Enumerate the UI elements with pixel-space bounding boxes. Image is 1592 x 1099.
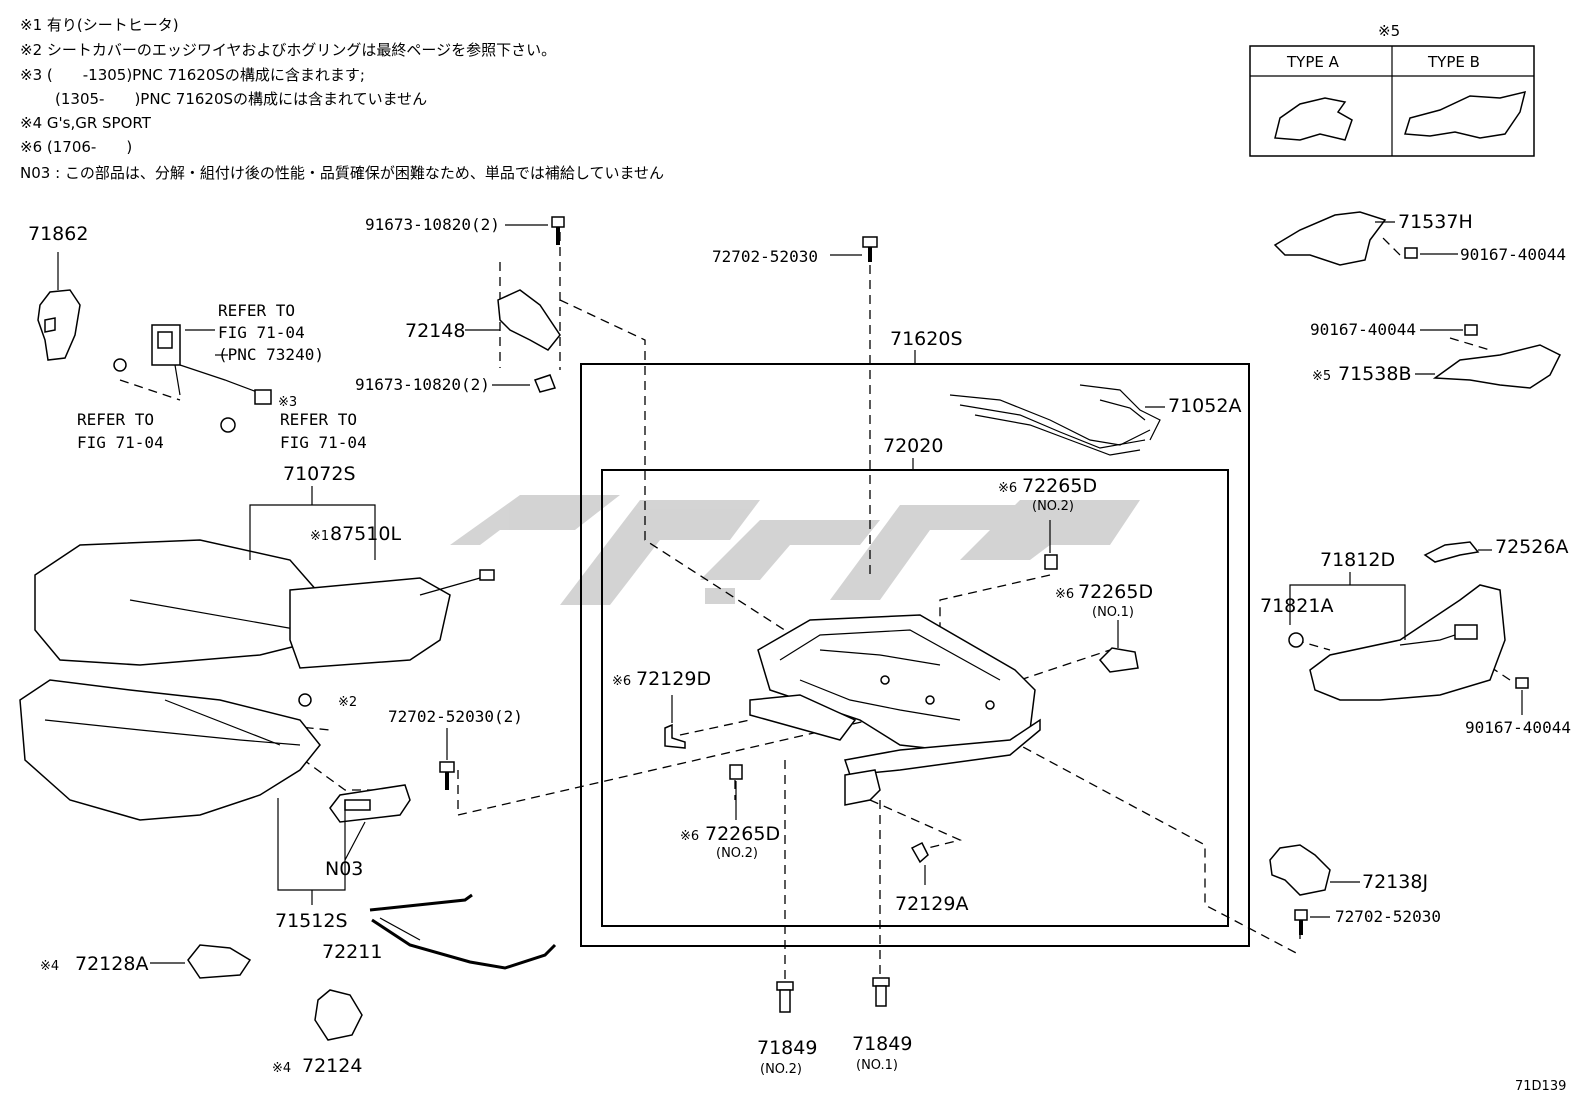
- label-72128A: 72128A: [75, 953, 148, 975]
- type-table: ※5 TYPE A TYPE B: [1249, 22, 1535, 157]
- bolt-71849-no2: [776, 981, 794, 1013]
- notes-block: ※1 有り(シートヒータ) ※2 シートカバーのエッジワイヤおよびホグリングは最…: [20, 16, 664, 182]
- refer-c-mark: ※3: [278, 395, 297, 410]
- refer-b-line1: REFER TO: [77, 410, 154, 429]
- label-72211: 72211: [322, 941, 382, 963]
- label-mark-2: ※2: [338, 695, 357, 710]
- label-72128A-mark: ※4: [40, 959, 59, 974]
- label-91673-top: 91673-10820(2): [365, 215, 500, 234]
- label-72265D-a-mark: ※6: [998, 481, 1017, 496]
- label-72702-52030-top: 72702-52030: [712, 247, 818, 266]
- label-90167-c: 90167-40044: [1465, 718, 1571, 737]
- label-71537H: 71537H: [1398, 211, 1473, 233]
- label-72124: 72124: [302, 1055, 362, 1077]
- cover-72138J: [1269, 844, 1360, 935]
- label-71849-a: 71849: [757, 1037, 817, 1059]
- label-91673-bottom: 91673-10820(2): [355, 375, 490, 394]
- type-a-part-illustration: [1274, 97, 1353, 141]
- clip-72265D-no1: [1098, 620, 1139, 673]
- label-72265D-a-sub: (NO.2): [1032, 499, 1074, 514]
- label-72020: 72020: [883, 435, 943, 457]
- cover-72129A: [910, 841, 929, 885]
- label-72265D-c-mark: ※6: [680, 829, 699, 844]
- bolt-72702-52030-top: [830, 236, 878, 262]
- label-72702-52030-2: 72702-52030(2): [388, 707, 523, 726]
- refer-c-line1: REFER TO: [280, 410, 357, 429]
- watermark-logo: [450, 495, 1140, 605]
- label-72265D-c: 72265D: [705, 823, 780, 845]
- hog-ring: [298, 693, 312, 707]
- seat-heater-87510L: [289, 569, 495, 669]
- spring-71052A: [949, 384, 1165, 456]
- label-71538B: 71538B: [1338, 363, 1411, 385]
- refer-b-line2: FIG 71-04: [77, 433, 164, 452]
- label-72129D-mark: ※6: [612, 674, 631, 689]
- refer-a-line2: FIG 71-04: [218, 323, 305, 342]
- seat-belt-buckle: [113, 324, 272, 433]
- bolt-72702-52030-2: [439, 728, 455, 790]
- label-72124-mark: ※4: [272, 1061, 291, 1076]
- note-3b: (1305- )PNC 71620Sの構成には含まれていません: [55, 90, 427, 108]
- label-72129D: 72129D: [636, 668, 711, 690]
- bracket-72148: [465, 216, 565, 393]
- label-72526A: 72526A: [1495, 536, 1568, 558]
- note-n03: N03 : この部品は、分解・組付け後の性能・品質確保が困難なため、単品では補給…: [20, 164, 664, 182]
- clip-72265D-no2-top: [1044, 520, 1058, 570]
- label-71052A: 71052A: [1168, 395, 1241, 417]
- seat-cushion-71072S: [19, 486, 376, 821]
- label-71538B-mark: ※5: [1312, 369, 1331, 384]
- label-71849-b-sub: (NO.1): [856, 1058, 898, 1073]
- label-71620S: 71620S: [890, 328, 963, 350]
- label-71072S: 71072S: [283, 463, 356, 485]
- part-N03: [329, 784, 411, 861]
- label-71849-b: 71849: [852, 1033, 912, 1055]
- type-b-header: TYPE B: [1427, 53, 1480, 71]
- label-72265D-b: 72265D: [1078, 581, 1153, 603]
- label-71821A: 71821A: [1260, 595, 1333, 617]
- label-71849-a-sub: (NO.2): [760, 1062, 802, 1077]
- cover-71538B: [1415, 324, 1562, 389]
- label-71862: 71862: [28, 223, 88, 245]
- type-b-part-illustration: [1404, 90, 1527, 139]
- note-6: ※6 (1706- ): [20, 138, 132, 156]
- seat-frame-72020: [749, 614, 1041, 806]
- note-4: ※4 G's,GR SPORT: [20, 114, 152, 132]
- assembly-box-72020: [601, 469, 1229, 927]
- refer-a-line3: (PNC 73240): [218, 345, 324, 364]
- label-72265D-b-sub: (NO.1): [1092, 605, 1134, 620]
- shield-71812D: [1288, 572, 1529, 715]
- label-72148: 72148: [405, 320, 465, 342]
- cover-71537H: [1273, 211, 1458, 266]
- label-90167-b: 90167-40044: [1310, 320, 1416, 339]
- headrest-cover-71862: [37, 252, 81, 361]
- bolt-71849-no1: [872, 977, 890, 1007]
- label-72265D-c-sub: (NO.2): [716, 846, 758, 861]
- label-72702-52030-right: 72702-52030: [1335, 907, 1441, 926]
- clip-72265D-no2-lower: [729, 764, 743, 820]
- refer-a-line1: REFER TO: [218, 301, 295, 320]
- label-N03: N03: [325, 858, 363, 880]
- label-87510L: 87510L: [330, 523, 401, 545]
- note-1: ※1 有り(シートヒータ): [20, 16, 179, 34]
- figure-code: 71D139: [1515, 1079, 1566, 1094]
- label-87510L-mark: ※1: [310, 529, 329, 544]
- label-71512S: 71512S: [275, 910, 348, 932]
- label-72138J: 72138J: [1362, 871, 1428, 893]
- type-a-header: TYPE A: [1286, 53, 1340, 71]
- refer-c-line2: FIG 71-04: [280, 433, 367, 452]
- cover-72129D: [664, 695, 686, 749]
- label-72265D-b-mark: ※6: [1055, 587, 1074, 602]
- label-71812D: 71812D: [1320, 549, 1395, 571]
- label-90167-a: 90167-40044: [1460, 245, 1566, 264]
- cover-72128A: [150, 944, 252, 979]
- note-2: ※2 シートカバーのエッジワイヤおよびホグリングは最終ページを参照下さい。: [20, 41, 556, 59]
- note-3: ※3 ( -1305)PNC 71620Sの構成に含まれます;: [20, 66, 365, 84]
- knob-72526A: [1423, 541, 1492, 563]
- cover-72124: [314, 989, 363, 1041]
- label-72265D-a: 72265D: [1022, 475, 1097, 497]
- wire-72211: [369, 893, 557, 970]
- label-72129A: 72129A: [895, 893, 968, 915]
- type-table-mark: ※5: [1378, 22, 1400, 40]
